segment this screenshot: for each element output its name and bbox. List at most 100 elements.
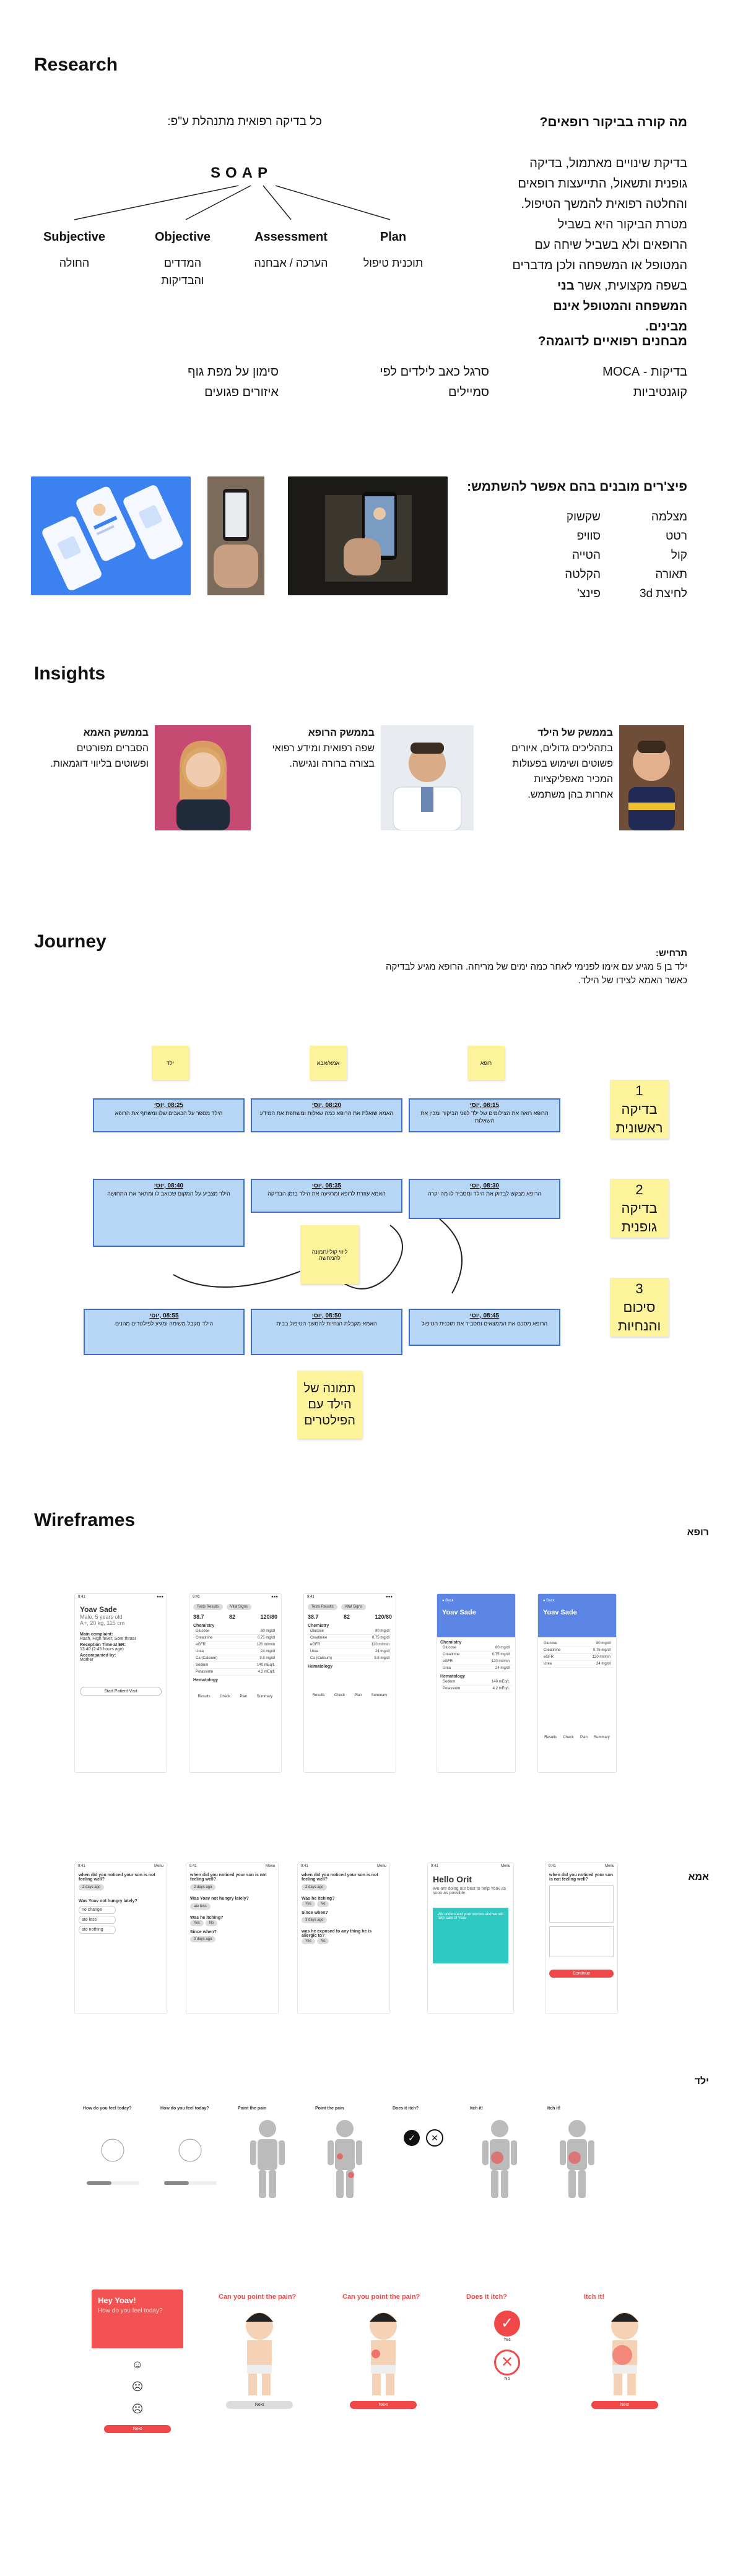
child-small-screen: Itch it! [467,2104,532,2221]
insight-mother-desc: הסברים מפורטים ופשוטים בליווי דוגמאות. [50,743,149,769]
journey-note-bottom: תמונה של הילד עם הפילטרים [297,1371,362,1439]
step-sticky-2: 2 בדיקה גופנית [610,1179,669,1238]
child-small-screen: Itch it! [545,2104,610,2221]
child-photo [619,725,684,830]
start-visit-button[interactable]: Start Patient Visit [80,1687,162,1696]
child-small-screen: How do you feel today? [80,2104,146,2221]
child-small-title: How do you feel today? [160,2106,209,2111]
research-paragraph: בדיקת שינויים מאתמול, בדיקה גופנית ותשאו… [511,153,687,337]
body-figure-icon [611,2312,638,2395]
lane-sticky-child: ילד [152,1046,189,1080]
research-p1-bold: בני המשפחה והמטופל אינם מבינים. [553,279,687,334]
body-figure-icon [246,2312,273,2395]
research-p1a: בדיקת שינויים מאתמול, בדיקה גופנית ותשאו… [518,157,687,211]
step-sticky-3: 3 סיכום והנחיות [610,1278,669,1337]
child-small-screens: How do you feel today? How do you feel to… [80,2104,638,2228]
soap-col-plan: Plan תוכנית טיפול [363,230,424,269]
soap-caption: כל בדיקה רפואית מתנהלת ע"פ: [167,115,322,128]
feature-item: פינצ' [577,587,601,600]
research-q2: מבחנים רפואיים לדוגמה? [537,334,687,348]
step-sticky-1: 1 בדיקה ראשונית [610,1080,669,1139]
insight-child: בממשק של הילד בתהליכים גדולים, איורים פש… [508,725,613,803]
feature-item: רטט [666,530,687,543]
no-x-icon[interactable]: ✕ [494,2350,520,2376]
body-figure-icon [560,2120,594,2198]
svg-text:✕: ✕ [431,2133,438,2143]
insight-mother-title: בממשק האמא [83,728,149,738]
child-small-title: Point the pain [315,2106,344,2111]
insight-doctor: בממשק הרופא שפה רפואית ומידע רפואי בצורה… [266,725,375,772]
child-small-screen: Point the pain [235,2104,300,2221]
feature-item: לחיצת 3d [639,587,687,600]
features-col2: שקשוק סוויפ הטייה הקלטה פינצ' [526,507,601,603]
mom-continue-button[interactable]: Continue [549,1970,614,1978]
feature-item: תאורה [655,568,687,581]
child-small-title: How do you feel today? [83,2106,132,2111]
feature-item: הקלטה [565,568,601,581]
child-small-title: Does it itch? [393,2106,419,2111]
yes-no-icon: ✓✕ [404,2129,443,2147]
research-p1b: מטרת הביקור היא בשביל הרופאים ולא בשביל … [512,218,687,293]
child-small-title: Itch it! [547,2106,560,2111]
journey-note-mid: ליווי קולי/תמונה להמחשה [300,1225,359,1284]
body-figure-icon [370,2312,397,2395]
child-screen-point-1: Can you point the pain? Next [214,2290,305,2438]
wf-label-mom: אמא [688,1872,709,1882]
soap-col-objective: Objective המדדים והבדיקות [154,230,211,286]
soap-heading: SOAP [211,165,273,181]
child-small-title: Point the pain [238,2106,267,2111]
example-pain-scale: סרגל כאב לילדים לפי סמיילים [380,365,489,399]
svg-text:✓: ✓ [408,2133,415,2143]
child-screen-hey: Hey Yoav! How do you feel today? ☺☹☹ Nex… [92,2290,183,2438]
feature-item: קול [671,549,687,562]
child-screen-itch-question: Does it itch? ✓ Yes ✕ No [461,2290,553,2438]
research-q3: פיצ'רים מובנים בהם אפשר להשתמש: [467,480,687,494]
body-figure-icon [482,2120,517,2198]
feature-item: מצלמה [651,510,687,523]
child-screen-itch: Itch it! Next [579,2290,671,2438]
child-small-screen: Point the pain [313,2104,378,2221]
feature-item: סוויפ [576,530,601,543]
child-small-title: Itch it! [470,2106,483,2111]
doctor-photo [381,725,474,831]
yes-check-icon[interactable]: ✓ [494,2311,520,2337]
example-moca: בדיקות - MOCA קוגנטיביות [602,365,687,399]
scenario-label: תרחיש: [655,948,687,958]
doctor-screen-profile: 9:41●●● Yoav Sade Male, 5 years old A+, … [74,1593,167,1773]
wf-label-child: ילד [694,2076,709,2087]
example-body-map: סימון על מפת גוף איזורים פגועים [188,365,279,399]
insight-child-desc: בתהליכים גדולים, איורים פשוטים ושימוש בפ… [511,743,613,800]
scenario-text: ילד בן 5 מגיע עם אימו לפנימי לאחר כמה ימ… [386,962,687,986]
video-call-image [288,476,448,595]
lane-sticky-parent: אמא/אבא [310,1046,347,1080]
insight-doctor-desc: שפה רפואית ומידע רפואי בצורה ברורה ונגיש… [272,743,375,769]
child-next-button[interactable]: Next [104,2425,171,2433]
soap-col-assessment: Assessment הערכה / אבחנה [254,230,328,269]
child-screen-point-2: Can you point the pain? Next [337,2290,429,2438]
research-title: Research [34,54,118,75]
soap-diagram-lines [74,185,391,220]
feature-item: שקשוק [566,510,601,523]
wf-label-doctor: רופא [687,1527,709,1538]
child-small-screen: How do you feel today? [158,2104,223,2221]
wireframes-title: Wireframes [34,1510,136,1530]
research-q1: מה קורה בביקור רופאים? [539,115,687,129]
body-figure-icon [250,2120,285,2198]
